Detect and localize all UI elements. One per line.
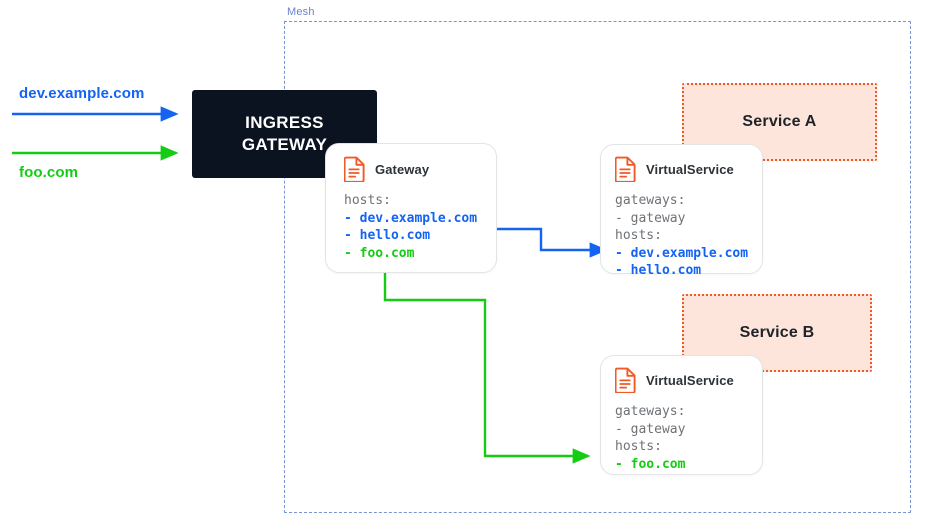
virtualservice-b-card: VirtualService gateways: - gateway hosts…: [600, 355, 763, 475]
document-icon: [615, 367, 636, 393]
ingress-gateway-line1: INGRESS: [245, 113, 324, 132]
gateway-host-foo-com: - foo.com: [344, 245, 415, 261]
ingress-gateway-line2: GATEWAY: [241, 135, 328, 154]
service-b-label: Service B: [739, 324, 815, 341]
gateway-host-hello-com: - hello.com: [344, 228, 431, 243]
service-a-label: Service A: [742, 113, 817, 130]
virtualservice-a-code: gateways: - gateway hosts: - dev.example…: [615, 192, 748, 280]
virtualservice-a-header: VirtualService: [615, 156, 734, 182]
gateway-card-header: Gateway: [344, 156, 429, 182]
document-icon: [344, 156, 365, 182]
virtualservice-b-code: gateways: - gateway hosts: - foo.com: [615, 403, 685, 473]
vs-a-host-hello-com: - hello.com: [615, 263, 702, 278]
mesh-boundary: [284, 21, 911, 513]
virtualservice-b-title: VirtualService: [646, 372, 734, 388]
vs-a-hosts-key: hosts:: [615, 228, 662, 243]
gateway-card-title: Gateway: [375, 161, 430, 177]
ingress-gateway-label: INGRESS GATEWAY: [242, 112, 327, 156]
vs-a-host-dev-example-com: - dev.example.com: [615, 245, 749, 261]
vs-a-gateways-item: - gateway: [615, 210, 686, 226]
gateway-host-dev-example-com: - dev.example.com: [344, 210, 478, 226]
vs-b-gateways-key: gateways:: [615, 404, 686, 419]
vs-b-hosts-key: hosts:: [615, 439, 662, 454]
virtualservice-a-title: VirtualService: [646, 161, 734, 177]
vs-b-host-foo-com: - foo.com: [615, 456, 686, 472]
vs-a-gateways-key: gateways:: [615, 193, 686, 208]
gateway-hosts-key: hosts:: [344, 193, 391, 208]
traffic-label-dev-example-com: dev.example.com: [19, 85, 145, 102]
virtualservice-a-card: VirtualService gateways: - gateway hosts…: [600, 144, 763, 278]
gateway-card: Gateway hosts: - dev.example.com - hello…: [325, 143, 497, 273]
traffic-label-foo-com: foo.com: [19, 164, 79, 181]
gateway-card-code: hosts: - dev.example.com - hello.com - f…: [344, 192, 477, 262]
document-icon: [615, 156, 636, 182]
mesh-label: Mesh: [285, 5, 317, 19]
virtualservice-b-header: VirtualService: [615, 367, 734, 393]
vs-b-gateways-item: - gateway: [615, 421, 686, 437]
